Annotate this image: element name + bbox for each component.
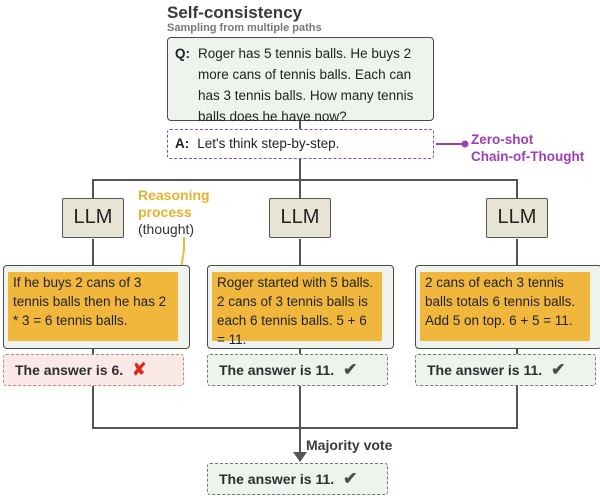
diagram-subtitle: Sampling from multiple paths xyxy=(167,22,322,34)
reasoning-card-3: 2 cans of each 3 tennis balls totals 6 t… xyxy=(415,265,600,349)
check-icon: ✔ xyxy=(551,360,566,379)
answer-box-3: The answer is 11. ✔ xyxy=(415,354,596,386)
zero-shot-cot-label: Zero-shot Chain-of-Thought xyxy=(471,131,584,165)
reasoning-label-line1: Reasoning xyxy=(138,187,210,203)
llm-box-1: LLM xyxy=(62,198,124,238)
answer-box-2: The answer is 11. ✔ xyxy=(207,354,388,386)
answer-prompt-text: Let's think step-by-step. xyxy=(197,136,340,151)
question-box: Q: Roger has 5 tennis balls. He buys 2 m… xyxy=(167,37,434,124)
reasoning-process-label: Reasoning process (thought) xyxy=(138,187,210,238)
check-icon: ✔ xyxy=(343,469,358,488)
reasoning-text-2: Roger started with 5 balls. 2 cans of 3 … xyxy=(212,272,382,347)
question-label: Q: xyxy=(175,46,190,61)
majority-vote-label: Majority vote xyxy=(306,437,393,453)
diagram-title: Self-consistency xyxy=(167,3,303,22)
connector-branch xyxy=(92,179,518,198)
final-answer-box: The answer is 11. ✔ xyxy=(207,463,388,495)
zero-shot-label-line2: Chain-of-Thought xyxy=(471,149,585,164)
connector-merge xyxy=(92,386,518,429)
reasoning-text-3: 2 cans of each 3 tennis balls totals 6 t… xyxy=(420,272,590,341)
reasoning-text-1: If he buys 2 cans of 3 tennis balls then… xyxy=(8,272,178,341)
zero-shot-label-line1: Zero-shot xyxy=(471,132,534,147)
answer-text-3: The answer is 11. xyxy=(427,362,543,378)
answer-prompt-box: A: Let's think step-by-step. xyxy=(167,129,434,159)
llm-box-3: LLM xyxy=(486,198,548,238)
final-answer-text: The answer is 11. xyxy=(219,471,335,487)
answer-box-1: The answer is 6. ✘ xyxy=(3,354,184,386)
answer-text-2: The answer is 11. xyxy=(219,362,335,378)
check-icon: ✔ xyxy=(343,360,358,379)
answer-prompt-label: A: xyxy=(175,136,190,151)
zero-shot-pointer-dot xyxy=(461,140,469,148)
reasoning-card-1: If he buys 2 cans of 3 tennis balls then… xyxy=(3,265,190,349)
cross-icon: ✘ xyxy=(132,360,147,379)
arrow-down-icon xyxy=(293,452,307,462)
question-text: Roger has 5 tennis balls. He buys 2 more… xyxy=(198,46,414,124)
thought-label: (thought) xyxy=(138,221,195,237)
reasoning-label-line2: process xyxy=(138,204,192,220)
answer-text-1: The answer is 6. xyxy=(15,362,124,378)
reasoning-card-2: Roger started with 5 balls. 2 cans of 3 … xyxy=(207,265,394,349)
llm-box-2: LLM xyxy=(269,198,331,238)
